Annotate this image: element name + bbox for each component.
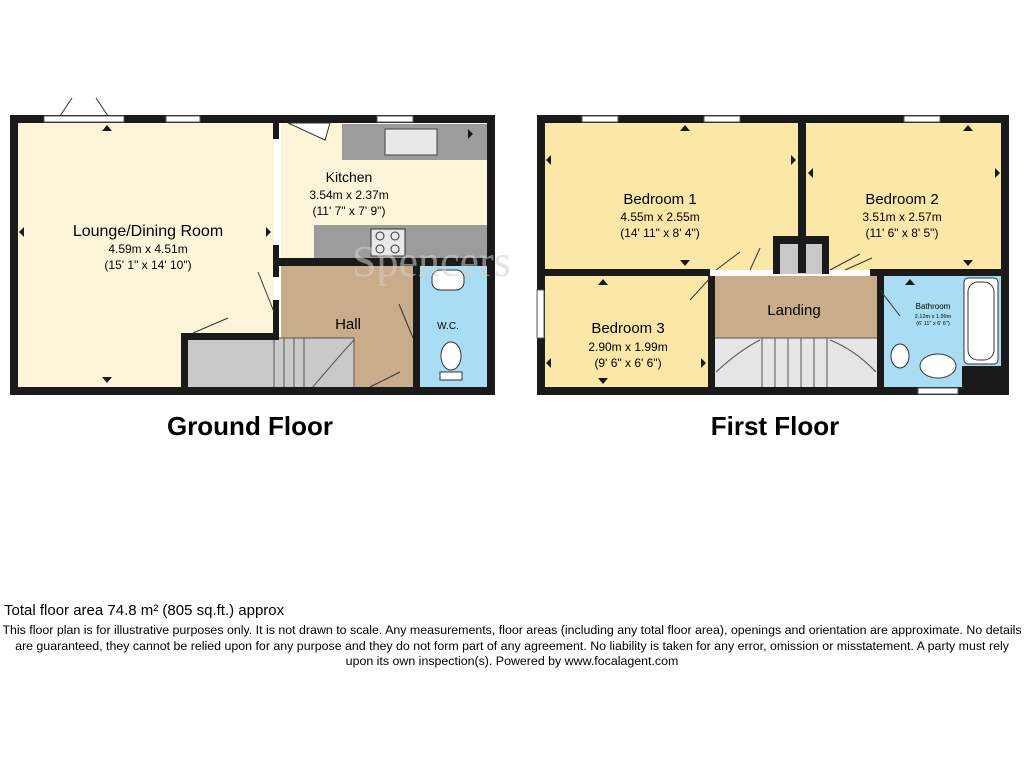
bedroom2-metric: 3.51m x 2.57m (862, 210, 941, 224)
first-walls (537, 115, 1009, 395)
bedroom1-metric: 4.55m x 2.55m (620, 210, 699, 224)
landing-fill (714, 276, 878, 338)
first-stairs (713, 337, 879, 389)
kitchen-imperial: (11' 7" x 7' 9") (313, 204, 386, 218)
ground-stairs (273, 337, 355, 389)
wc-name: W.C. (437, 321, 459, 332)
bedroom2-fill (806, 122, 1002, 270)
kitchen-sink (384, 128, 438, 156)
bedroom2-name: Bedroom 2 (865, 191, 938, 208)
ground-floor-title: Ground Floor (167, 411, 333, 441)
wc-toilet-icon (439, 341, 463, 381)
bathroom-name: Bathroom (916, 302, 951, 311)
first-dimension-arrows (546, 125, 1000, 384)
lounge-imperial: (15' 1" x 14' 10") (104, 258, 191, 272)
hall-name: Hall (335, 316, 361, 333)
landing-name: Landing (767, 302, 820, 319)
bedroom1-name: Bedroom 1 (623, 191, 696, 208)
bedroom3-fill (544, 276, 708, 388)
bedroom3-imperial: (9' 6" x 6' 6") (594, 356, 661, 370)
bathroom-toilet-icon (890, 343, 910, 369)
ground-windows (43, 115, 414, 123)
lounge-metric: 4.59m x 4.51m (108, 242, 187, 256)
ground-walls (10, 115, 495, 395)
floor-plan: Lounge/Dining Room 4.59m x 4.51m (15' 1"… (10, 97, 1009, 441)
first-floor-title: First Floor (711, 411, 840, 441)
disclaimer: This floor plan is for illustrative purp… (2, 623, 1022, 668)
bedroom3-metric: 2.90m x 1.99m (588, 340, 667, 354)
wc-basin-icon (431, 269, 465, 291)
first-floor-plan: Bedroom 1 4.55m x 2.55m (14' 11" x 8' 4"… (536, 115, 1009, 441)
bedroom3-name: Bedroom 3 (591, 320, 664, 337)
lounge-name: Lounge/Dining Room (73, 223, 223, 240)
kitchen-metric: 3.54m x 2.37m (309, 188, 388, 202)
first-windows (536, 115, 959, 395)
cupboard-fill (188, 340, 274, 388)
bedroom1-fill (544, 122, 798, 270)
kitchen-name: Kitchen (326, 169, 373, 185)
bath-icon (963, 277, 999, 365)
ground-doors (59, 97, 414, 388)
ground-dimension-arrows (19, 125, 473, 383)
hob-icon (370, 228, 406, 257)
bedroom2-imperial: (11' 6" x 8' 5") (866, 226, 939, 240)
bathroom-imperial: (6' 11" x 6' 6") (916, 321, 950, 327)
watermark: Spencers (352, 237, 511, 286)
bedroom1-imperial: (14' 11" x 8' 4") (620, 226, 700, 240)
first-doors (689, 247, 901, 317)
bathroom-metric: 2.12m x 1.99m (915, 314, 952, 320)
ground-floor-plan: Lounge/Dining Room 4.59m x 4.51m (15' 1"… (10, 97, 511, 441)
total-floor-area: Total floor area 74.8 m² (805 sq.ft.) ap… (4, 602, 285, 619)
bathroom-basin-icon (919, 353, 957, 379)
